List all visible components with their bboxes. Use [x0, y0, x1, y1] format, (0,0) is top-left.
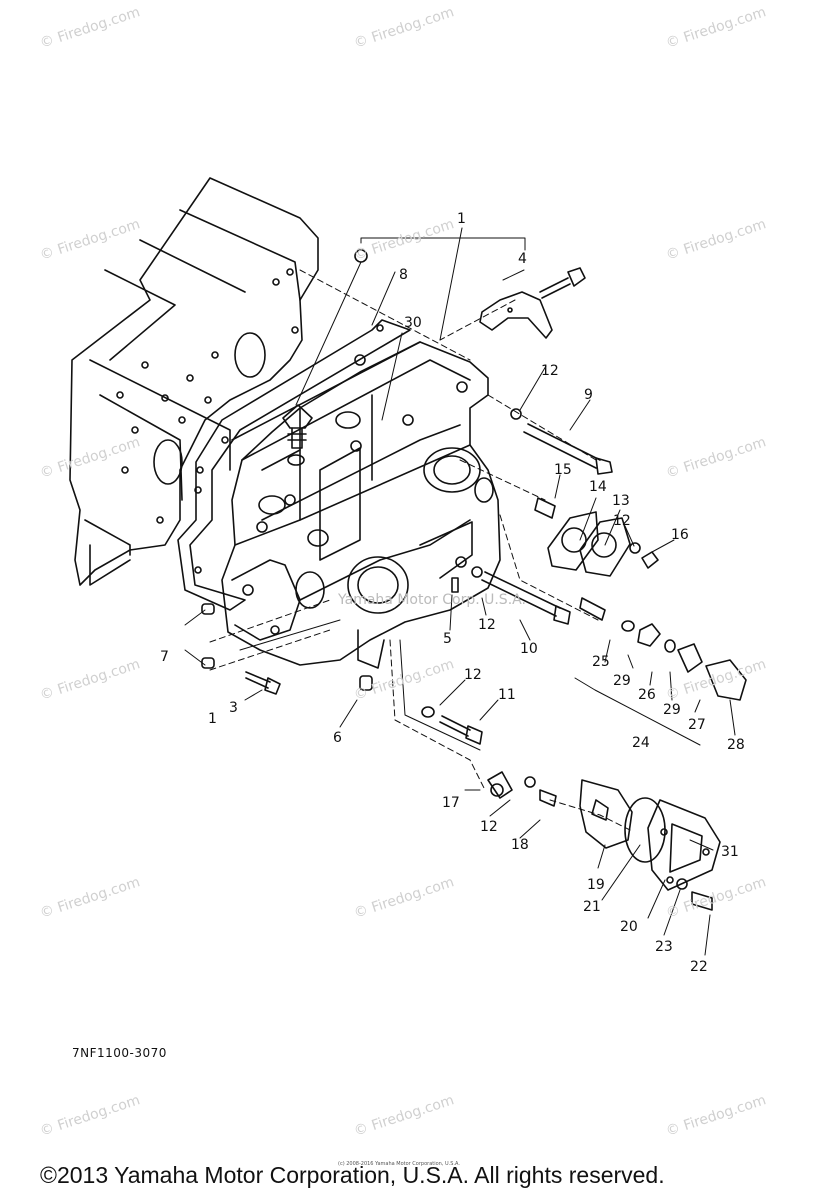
bolts	[451, 408, 613, 625]
callout-23: 23	[655, 939, 673, 955]
callout-5: 5	[443, 631, 452, 647]
callout-19: 19	[587, 877, 605, 893]
bracket	[479, 267, 586, 339]
callout-18: 18	[511, 837, 529, 853]
callout-29: 29	[613, 673, 631, 689]
callout-1: 1	[208, 711, 217, 727]
gasket	[177, 319, 411, 611]
callout-11: 11	[498, 687, 516, 703]
callout-22: 22	[690, 959, 708, 975]
copyright-notice: ©2013 Yamaha Motor Corporation, U.S.A. A…	[40, 1162, 665, 1188]
gearbox-housing	[221, 341, 501, 669]
callout-12: 12	[480, 819, 498, 835]
engine-block	[69, 177, 319, 586]
callout-13: 13	[612, 493, 630, 509]
pump-parts	[579, 779, 721, 911]
fine-print: (c) 2008-2016 Yamaha Motor Corporation, …	[338, 1161, 460, 1167]
assembly-guides	[209, 269, 471, 671]
clamp	[487, 771, 557, 807]
callout-9: 9	[584, 387, 593, 403]
callout-8: 8	[399, 267, 408, 283]
callout-31: 31	[721, 844, 739, 860]
callout-21: 21	[583, 899, 601, 915]
diagram-part-code: 7NF1100-3070	[72, 1046, 167, 1060]
flange-gaskets	[547, 511, 659, 577]
overlay-watermark: Yamaha Motor Corp. U.S.A.	[338, 592, 526, 608]
callout-28: 28	[727, 737, 745, 753]
callout-16: 16	[671, 527, 689, 543]
callout-27: 27	[688, 717, 706, 733]
callout-7: 7	[160, 649, 169, 665]
callout-25: 25	[592, 654, 610, 670]
callout-3: 3	[229, 700, 238, 716]
callout-12: 12	[541, 363, 559, 379]
callout-17: 17	[442, 795, 460, 811]
callout-20: 20	[620, 919, 638, 935]
callout-12: 12	[478, 617, 496, 633]
callout-12: 12	[464, 667, 482, 683]
callout-15: 15	[554, 462, 572, 478]
callout-14: 14	[589, 479, 607, 495]
adjuster-assembly	[621, 620, 747, 701]
callout-4: 4	[518, 251, 527, 267]
bolt-11	[421, 706, 483, 745]
callout-30: 30	[404, 315, 422, 331]
callout-10: 10	[520, 641, 538, 657]
callout-24: 24	[632, 735, 650, 751]
callout-26: 26	[638, 687, 656, 703]
breather-fitting	[282, 249, 368, 466]
callout-1: 1	[457, 211, 466, 227]
callout-12: 12	[613, 513, 631, 529]
callout-6: 6	[333, 730, 342, 746]
callout-29: 29	[663, 702, 681, 718]
pins	[201, 603, 373, 695]
